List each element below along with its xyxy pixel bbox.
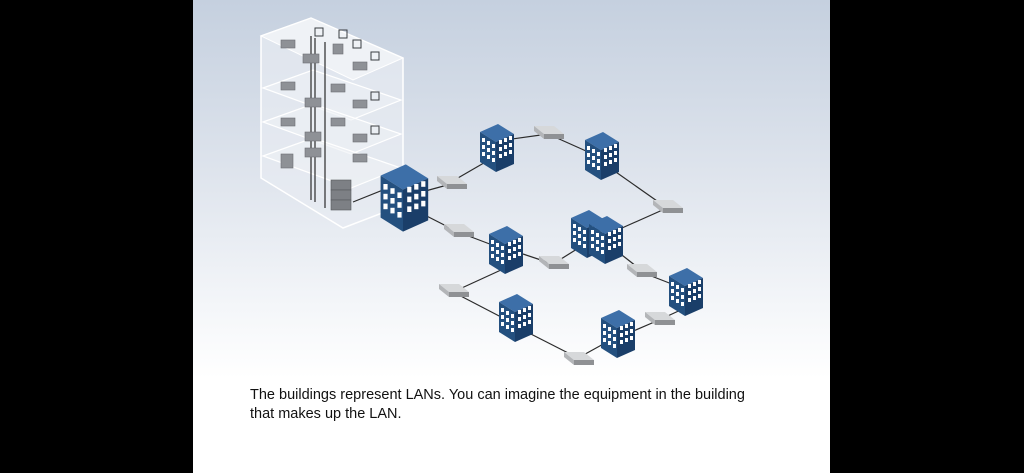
caption-line-2: that makes up the LAN. [250,406,402,422]
lan-building-icon [669,268,703,316]
routers [437,126,683,365]
router-icon [439,284,469,297]
lan-building-icon [499,294,533,342]
lan-building-icon [480,124,514,172]
router-icon [627,264,657,277]
lan-building-icon [585,132,619,180]
lan-building-icon [489,226,523,274]
lan-building-icon [571,210,623,264]
router-icon [539,256,569,269]
slide-caption: The buildings represent LANs. You can im… [250,386,810,424]
lan-building-icon [380,164,429,232]
router-icon [444,224,474,237]
router-icon [564,352,594,365]
router-icon [653,200,683,213]
caption-line-1: The buildings represent LANs. You can im… [250,387,745,403]
floor-devices [280,27,380,211]
lan-building-icon [601,310,635,358]
network-diagram [259,17,703,365]
office-building-cutaway [259,17,405,229]
router-icon [534,126,564,139]
router-icon [645,312,675,325]
slide: The buildings represent LANs. You can im… [193,0,830,473]
